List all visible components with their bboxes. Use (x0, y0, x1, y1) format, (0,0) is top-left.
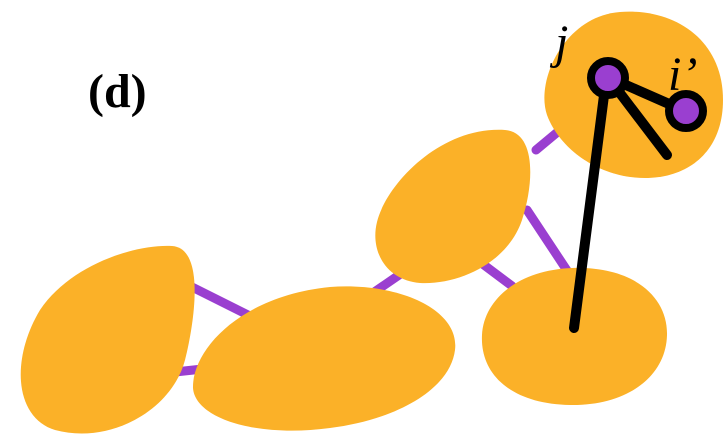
blob-1 (20, 245, 195, 434)
link-blob3-blob4-left (475, 257, 517, 291)
blobs (20, 11, 723, 434)
blob-3 (375, 129, 531, 284)
blob-2 (192, 286, 456, 431)
blob-5 (544, 11, 723, 178)
connector-j-to-blob4 (569, 75, 611, 333)
link-blob3-blob4-right (522, 205, 575, 280)
node-label-i-prime: i’ (668, 48, 697, 101)
link-blob3-blob5 (531, 125, 565, 155)
node-j (587, 57, 629, 99)
blob-4 (481, 267, 668, 406)
node-label-j: j (549, 16, 568, 69)
node-i-prime (665, 90, 707, 132)
panel-label: (d) (88, 65, 147, 118)
